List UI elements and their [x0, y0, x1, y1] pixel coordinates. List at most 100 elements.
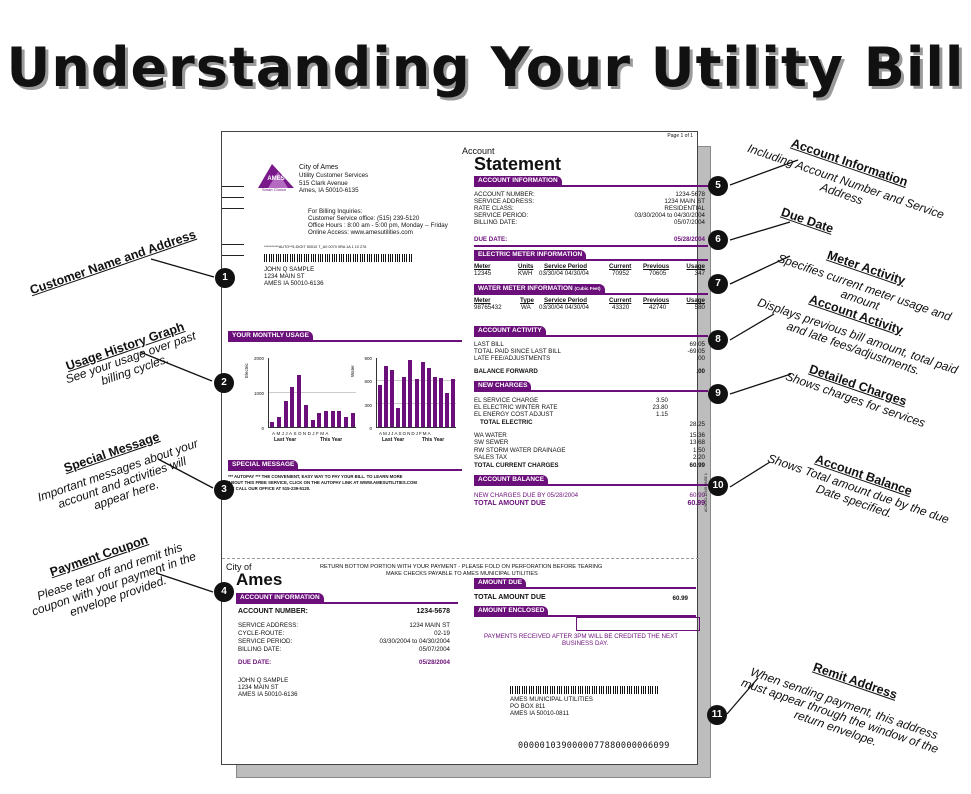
special-line: OR CALL OUR OFFICE AT 515-239-5120. — [228, 486, 311, 491]
info-label: BILLING DATE: — [474, 219, 518, 226]
callout-line-3 — [157, 458, 214, 489]
section-rule — [474, 335, 708, 337]
chart-bar — [323, 411, 328, 427]
chart-bar — [350, 413, 355, 427]
chart-bar — [450, 379, 455, 427]
payment-note-line: PAYMENTS RECEIVED AFTER 3PM WILL BE CRED… — [484, 633, 679, 640]
section-rule — [474, 293, 708, 295]
amount-enclosed-field[interactable] — [576, 617, 700, 631]
chart-bar — [303, 404, 308, 427]
sender-line: Utility Customer Services — [299, 172, 369, 179]
chart-bar — [438, 377, 443, 427]
inquiries-line: Online Access: www.amesutilities.com — [308, 229, 413, 236]
chart-bar — [414, 379, 419, 427]
badge-1: 1 — [215, 268, 235, 288]
callout-line-4 — [155, 572, 214, 593]
chart-xticks: AMJJASONDJFMA — [272, 431, 330, 436]
coupon-total-value: 60.99 — [672, 595, 688, 602]
edge-mark — [222, 255, 244, 256]
total-electric-label: TOTAL ELECTRIC — [480, 419, 533, 426]
logo-tagline: Smart Choice — [262, 187, 287, 192]
charge-value: 23.80 — [652, 404, 668, 411]
return-line: RETURN BOTTOM PORTION WITH YOUR PAYMENT … — [320, 564, 603, 570]
meter-cell: 347 — [694, 270, 705, 277]
chart-ytick: 2000 — [253, 356, 264, 361]
callout-line-2 — [139, 351, 213, 382]
charge-label: WA WATER — [474, 432, 507, 439]
sender-line: Ames, IA 50010-6135 — [299, 187, 359, 194]
meter-cell: 70952 — [612, 270, 630, 277]
customer-line: AMES IA 50010-6136 — [264, 280, 324, 287]
callout-line-11 — [726, 677, 759, 715]
info-label: SERVICE ADDRESS: — [474, 198, 535, 205]
col-header: Previous — [643, 263, 670, 270]
activity-label: LATE FEE/ADJUSTMENTS — [474, 355, 551, 362]
page-label: Page 1 of 1 — [667, 133, 693, 139]
col-header: Meter — [474, 263, 491, 270]
meter-cell: 12345 — [474, 270, 492, 277]
remit-line: PO BOX 811 — [510, 703, 546, 710]
chart-bar — [270, 421, 275, 427]
badge-7: 7 — [708, 274, 728, 294]
city-logo: AMES — [256, 162, 296, 190]
chart-bar — [283, 401, 288, 427]
return-line: MAKE CHECKS PAYABLE TO AMES MUNICIPAL UT… — [386, 571, 538, 577]
chart-bar — [390, 369, 395, 427]
charge-value: 13.68 — [689, 439, 705, 446]
address-barcode — [264, 254, 412, 262]
chart-ytick: 0 — [261, 426, 264, 431]
charge-value: 3.50 — [655, 397, 668, 404]
inquiries-line: For Billing Inquiries: — [308, 208, 363, 215]
chart-bar — [378, 384, 383, 427]
coupon-account-header: ACCOUNT INFORMATION — [236, 593, 324, 603]
chart-bar — [444, 392, 449, 427]
special-message-header: SPECIAL MESSAGE — [228, 460, 299, 470]
col-header: Service Period — [544, 297, 587, 304]
section-rule — [474, 615, 696, 617]
coupon-account-number-value: 1234-5678 — [416, 608, 450, 615]
col-header: Usage — [686, 297, 705, 304]
customer-line: 1234 MAIN ST — [264, 273, 305, 280]
water-usage-chart — [376, 358, 456, 428]
info-label: SERVICE PERIOD: — [474, 212, 529, 219]
meter-cell: 03/30/04 04/30/04 — [539, 304, 589, 311]
inquiries-line: Customer Service office: (515) 239-5120 — [308, 215, 420, 222]
activity-label: LAST BILL — [474, 341, 504, 348]
chart-ytick: 900 — [364, 356, 372, 361]
chart-bar — [408, 359, 413, 427]
chart-xticks: AMJJASONDJFMA — [379, 431, 432, 436]
balance-forward-value: .00 — [696, 368, 705, 375]
statement-title: Statement — [474, 154, 562, 174]
section-rule — [474, 484, 708, 486]
badge-2: 2 — [214, 373, 234, 393]
coupon-customer-line: AMES IA 50010-6136 — [238, 691, 298, 698]
coupon-due-value: 05/28/2004 — [419, 659, 450, 666]
due-date-label: DUE DATE: — [474, 236, 508, 243]
ocr-scan-line: 0000010390000077880000006099 — [518, 741, 670, 751]
remit-barcode — [510, 686, 658, 694]
info-value: 1234 MAIN ST — [664, 198, 705, 205]
statement-small: Account — [462, 146, 495, 156]
coupon-total-label: TOTAL AMOUNT DUE — [474, 594, 546, 601]
activity-value: 69.05 — [689, 341, 705, 348]
payment-note-line: BUSINESS DAY. — [562, 640, 609, 647]
coupon-info-label: SERVICE ADDRESS: — [238, 622, 299, 629]
charge-value: 15.36 — [689, 432, 705, 439]
chart-gridline — [269, 391, 356, 393]
activity-value: .00 — [696, 355, 705, 362]
new-charges-due-label: NEW CHARGES DUE BY 05/28/2004 — [474, 492, 579, 499]
badge-3: 3 — [214, 480, 234, 500]
meter-cell: 43320 — [612, 304, 630, 311]
chart-xgroup: Last Year — [382, 437, 405, 443]
charge-label: SALES TAX — [474, 454, 508, 461]
edge-mark — [222, 244, 244, 245]
section-rule — [474, 185, 708, 187]
account-info-header: ACCOUNT INFORMATION — [474, 176, 562, 186]
coupon-info-label: BILLING DATE: — [238, 646, 282, 653]
col-header: Type — [520, 297, 534, 304]
meter-cell: 03/30/04 04/30/04 — [539, 270, 589, 277]
col-header: Usage — [686, 263, 705, 270]
account-activity-header: ACCOUNT ACTIVITY — [474, 326, 546, 336]
charge-value: 2.20 — [692, 454, 705, 461]
